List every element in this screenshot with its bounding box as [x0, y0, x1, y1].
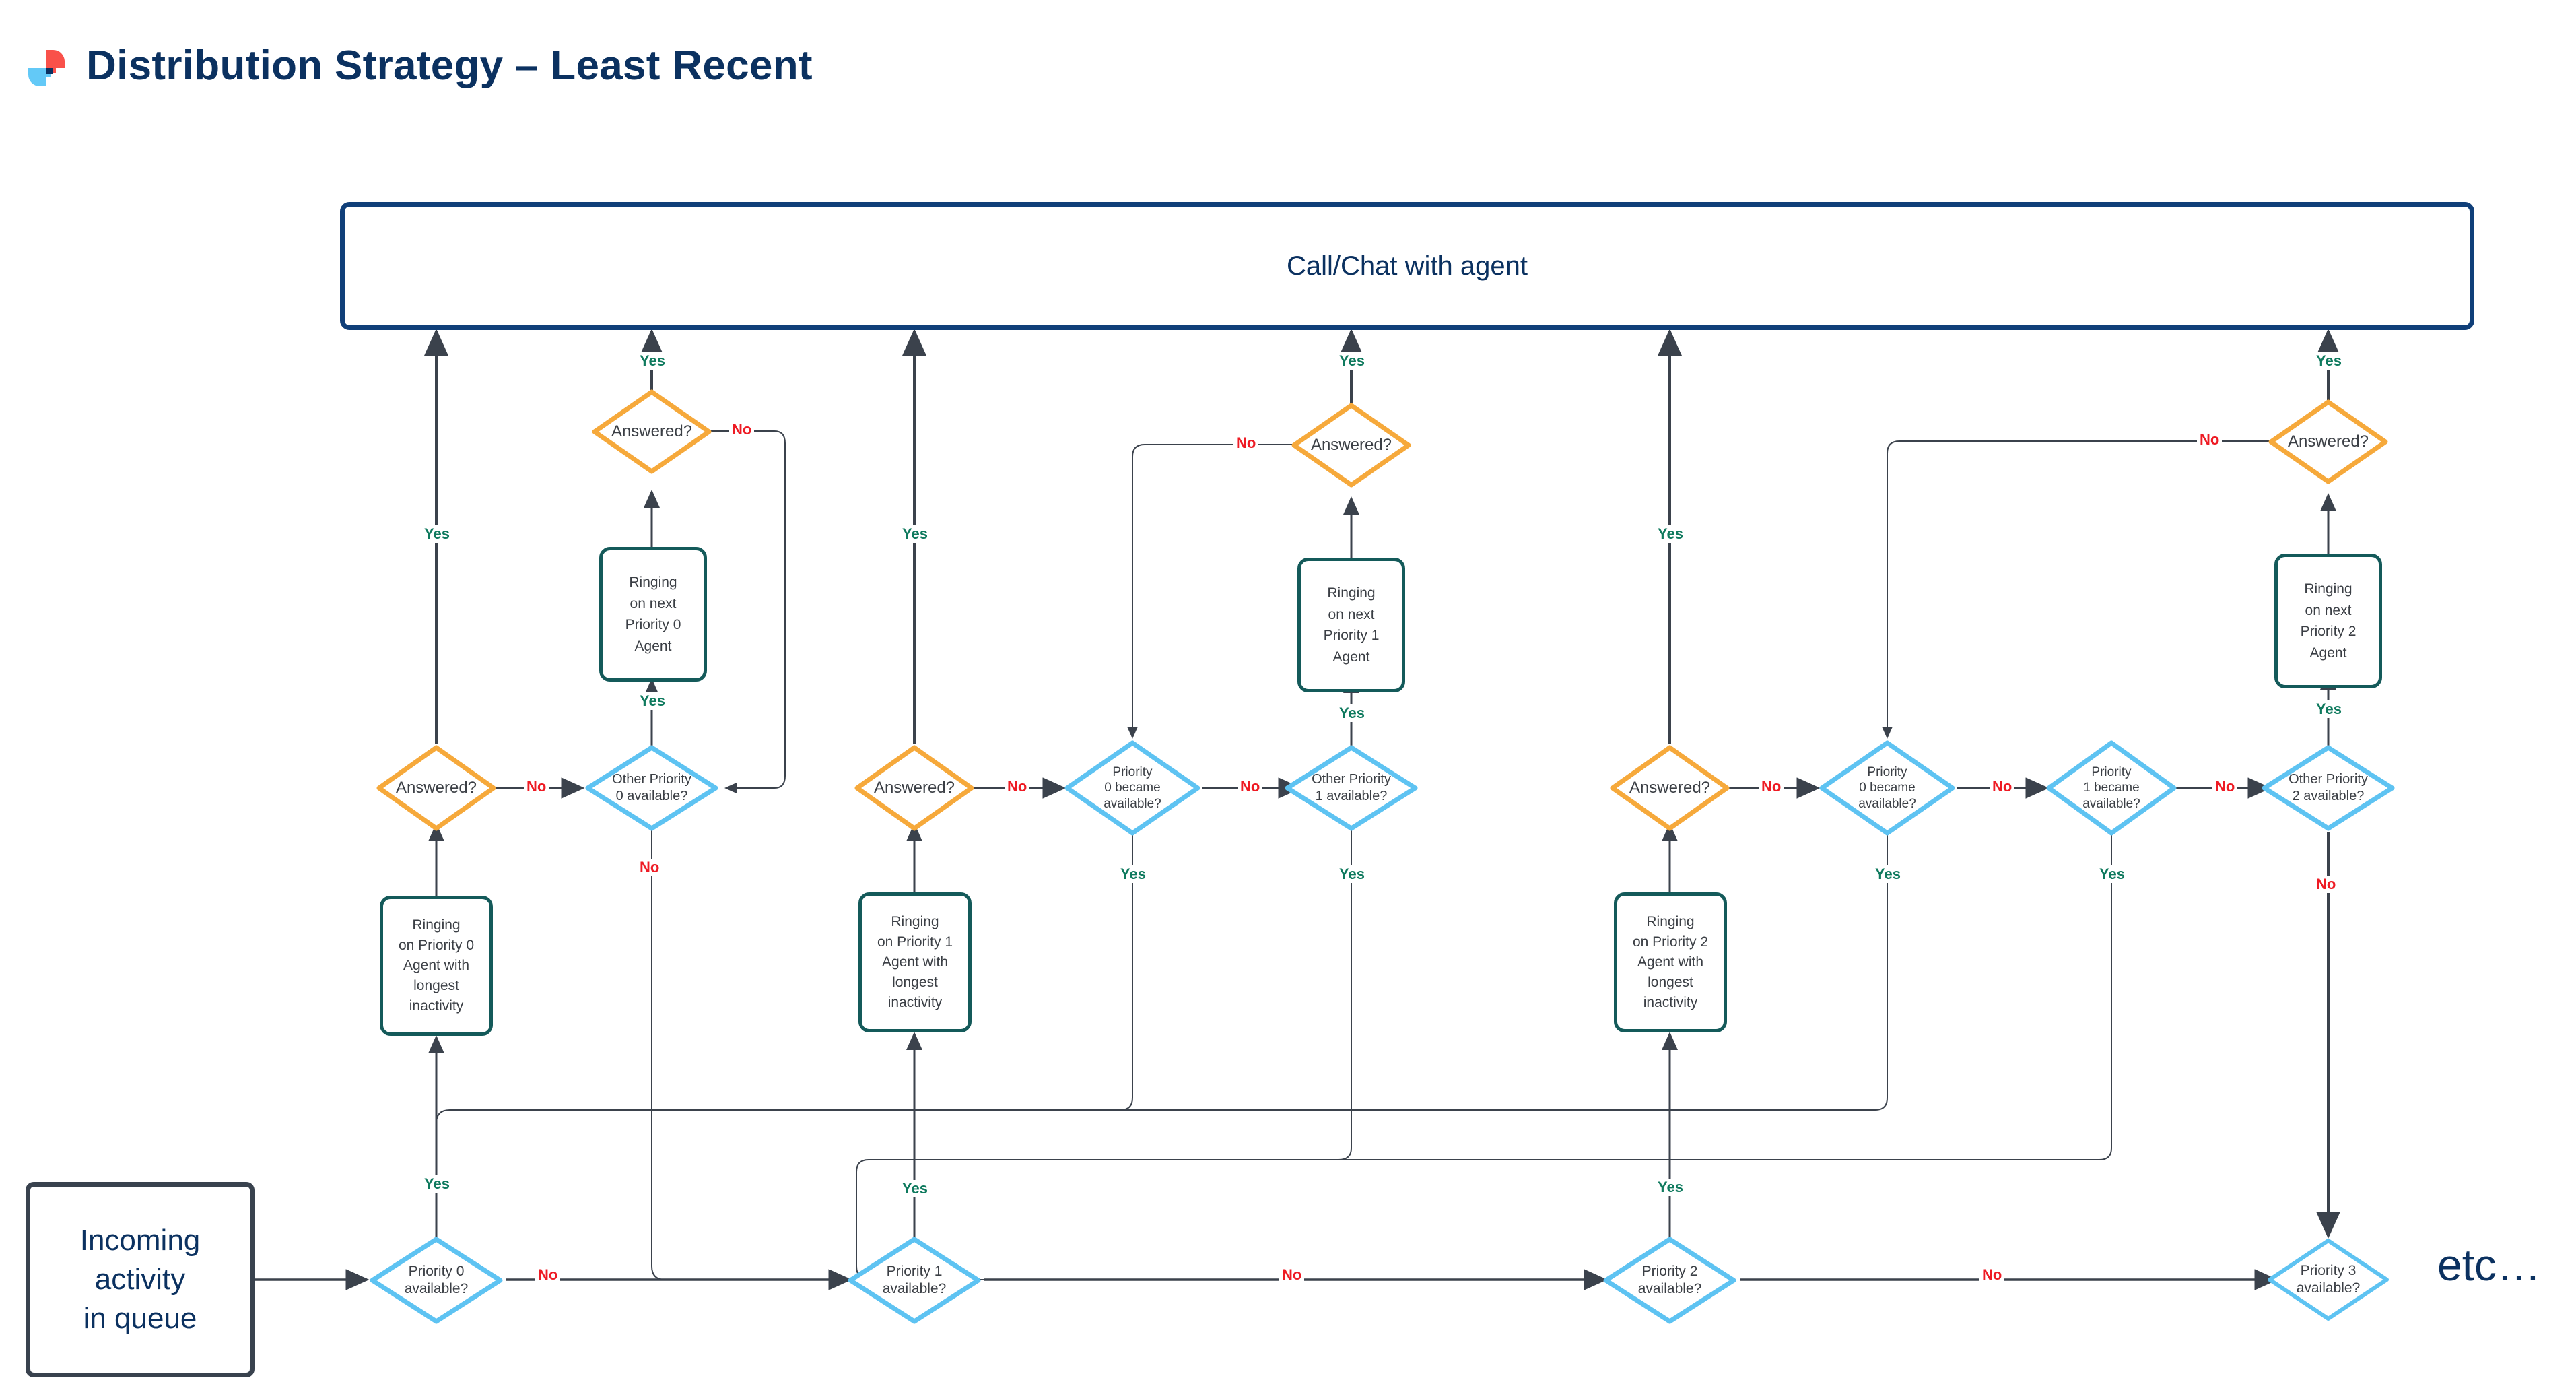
edge-label-yes-10: Yes [1336, 352, 1367, 370]
edge-label-yes-12: Yes [1655, 525, 1686, 543]
edge-label-no-7: No [1233, 434, 1259, 452]
edge-label-yes-1: Yes [421, 1175, 452, 1193]
edge-label-no-10: No [1990, 778, 2015, 795]
answered-p1-top-diamond [1291, 403, 1411, 488]
priority-0-available-diamond [370, 1237, 503, 1324]
other-priority-0-available-diamond [585, 745, 718, 831]
banner-label: Call/Chat with agent [1287, 251, 1528, 281]
priority-0-became-available-diamond-a [1064, 740, 1200, 836]
edge-label-yes-6: Yes [900, 525, 930, 543]
edge-label-yes-11: Yes [1655, 1179, 1686, 1196]
edge-label-no-12: No [2313, 876, 2339, 893]
edge-label-yes-8: Yes [1336, 865, 1367, 883]
edge-label-no-6: No [1238, 778, 1263, 795]
answered-p0-low-diamond [376, 745, 496, 831]
etc-label: etc… [2437, 1240, 2542, 1290]
edge-label-yes-5: Yes [900, 1180, 930, 1197]
edge-label-yes-9: Yes [1336, 704, 1367, 722]
logo-icon [28, 50, 65, 86]
edge-label-no-11: No [2212, 778, 2238, 795]
priority-1-available-diamond [848, 1237, 981, 1324]
answered-p0-top-diamond [592, 389, 712, 474]
incoming-activity-label: Incoming activity in queue [79, 1223, 201, 1336]
edge-label-yes-16: Yes [2313, 352, 2344, 370]
edge-label-no-1: No [524, 778, 549, 795]
edge-label-no-2: No [729, 421, 755, 438]
answered-p2-low-diamond [1610, 745, 1730, 831]
ringing-next-priority-0-box: Ringing on next Priority 0 Agent [599, 547, 707, 682]
ringing-priority-1-longest-box: Ringing on Priority 1 Agent with longest… [858, 892, 972, 1032]
edge-label-no-5: No [1005, 778, 1030, 795]
edge-label-no-13: No [2197, 431, 2223, 449]
edge-label-no-8: No [1279, 1266, 1305, 1284]
edge-label-yes-3: Yes [637, 352, 668, 370]
edge-label-no-9: No [1759, 778, 1784, 795]
ringing-priority-0-longest-box: Ringing on Priority 0 Agent with longest… [380, 896, 493, 1036]
ringing-priority-2-longest-box: Ringing on Priority 2 Agent with longest… [1614, 892, 1727, 1032]
other-priority-1-available-diamond [1285, 745, 1418, 831]
other-priority-2-available-diamond [2262, 745, 2395, 831]
page-header: Distribution Strategy – Least Recent [0, 0, 2576, 155]
incoming-activity-box: Incoming activity in queue [26, 1182, 255, 1377]
edge-label-no-4: No [535, 1266, 561, 1284]
ringing-next-priority-1-box: Ringing on next Priority 1 Agent [1297, 558, 1405, 692]
priority-3-available-diamond [2268, 1239, 2389, 1321]
edge-label-yes-7: Yes [1118, 865, 1149, 883]
answered-p1-low-diamond [854, 745, 974, 831]
edge-label-yes-2: Yes [421, 525, 452, 543]
edge-label-no-3: No [637, 859, 663, 876]
edge-label-yes-15: Yes [2313, 700, 2344, 718]
priority-1-became-available-diamond [2046, 740, 2177, 836]
page-title: Distribution Strategy – Least Recent [86, 42, 813, 89]
call-chat-with-agent-box: Call/Chat with agent [340, 202, 2474, 330]
priority-2-available-diamond [1603, 1237, 1736, 1324]
edge-label-yes-4: Yes [637, 692, 668, 710]
edge-label-yes-13: Yes [1872, 865, 1903, 883]
edge-label-yes-14: Yes [2097, 865, 2128, 883]
priority-0-became-available-diamond-b [1819, 740, 1955, 836]
edge-label-no-14: No [1979, 1266, 2005, 1284]
answered-p2-top-diamond [2268, 399, 2388, 484]
ringing-next-priority-2-box: Ringing on next Priority 2 Agent [2274, 554, 2382, 688]
